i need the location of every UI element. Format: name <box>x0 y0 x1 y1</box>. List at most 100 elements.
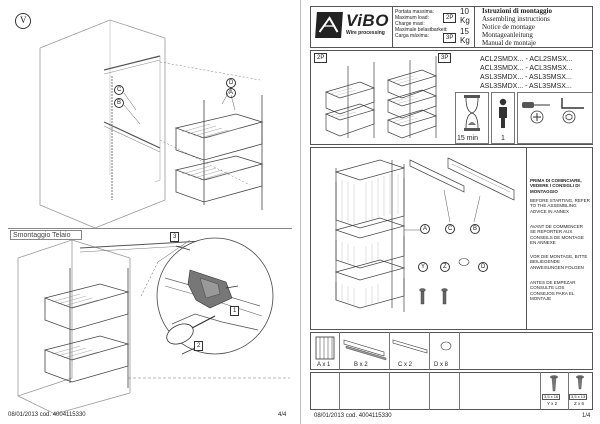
callout-b-circle <box>114 98 124 108</box>
symbol-circle <box>15 13 31 29</box>
footer-right-page: 1/4 <box>582 413 591 419</box>
time-box <box>455 92 489 144</box>
parts-list-cell-2 <box>340 332 390 370</box>
warning-it: PRIMA DI COMINCIARE, VEDERE I CONSIGLI D… <box>530 178 582 194</box>
parts-callout-y: Y <box>421 264 426 270</box>
screwdriver-icon <box>522 102 550 108</box>
screw-z-label: Z x 6 <box>574 401 585 406</box>
warning-divider <box>526 147 527 330</box>
instructions-line-es: Manual de montaje <box>482 39 537 47</box>
warning-fr: AVANT DE COMMENCER SE REPORTER AUX CONSE… <box>530 224 584 246</box>
screws-cell-z <box>568 372 593 410</box>
product-code-3: ASL3SMDX... - ASL3SMSX... <box>480 83 572 90</box>
parts-callout-d-circle <box>478 262 488 272</box>
persons-count: 1 <box>501 135 505 142</box>
parts-callout-b-circle <box>470 224 480 234</box>
load-2p-unit: Kg <box>460 16 470 25</box>
parts-list-box <box>310 332 593 370</box>
header-divider-2 <box>474 6 475 48</box>
load-3p-badge: 3P <box>443 33 457 43</box>
warning-en: BEFORE STARTING, REFER TO THE ASSEMBLING… <box>530 198 590 214</box>
right-page: ViBO Wire processing Portata massima: Ma… <box>300 0 600 424</box>
person-icon <box>499 98 507 128</box>
left-page: V <box>8 13 292 418</box>
part-label-c: C x 2 <box>398 362 413 368</box>
instructions-line-fr: Notice de montage <box>482 23 535 31</box>
screw-z-icon <box>576 375 584 390</box>
parts-list-cell-1 <box>310 332 340 370</box>
removal-title-box <box>10 230 82 240</box>
product-code-1: ACL3SMDX... - ACL3SMSX... <box>480 65 573 72</box>
warning-de: VOR DIE MONTAGE, BITTE BEILIEGENDE ANWEI… <box>530 254 588 270</box>
parts-callout-a: A <box>423 226 428 232</box>
step-3-badge: 3 <box>170 232 180 242</box>
variant-baskets-illustration <box>324 56 438 139</box>
footer-left-page: 4/4 <box>278 412 287 418</box>
cap-d-part-icon <box>440 341 452 351</box>
screws-cell-empty-4 <box>430 372 460 410</box>
allen-key-icon <box>561 98 584 109</box>
load-2p-badge: 2P <box>443 13 457 23</box>
section-divider <box>8 228 292 229</box>
parts-callout-b: B <box>473 226 478 232</box>
instructions-line-en: Assembling instructions <box>482 15 550 23</box>
header-box <box>310 6 593 48</box>
load-3p-value: 15 <box>460 27 469 36</box>
rail-b-part-icon <box>343 339 387 361</box>
callout-a: A <box>229 90 234 96</box>
parts-callout-y-circle <box>418 262 428 272</box>
screw-y-label: Y x 2 <box>547 401 558 406</box>
hex-screw-icon <box>562 110 576 124</box>
screw-z-size: 3,5 x 13 <box>569 394 588 400</box>
load-2p-value: 10 <box>460 7 469 16</box>
parts-callout-c: C <box>448 226 453 232</box>
load-label-1: Maximum load: <box>395 15 429 21</box>
product-code-2: ASL3SMDX... - ASL3SMSX... <box>480 74 572 81</box>
frame-removal-illustration <box>17 237 290 415</box>
brand-subtitle: Wire processing <box>346 30 385 36</box>
parts-overview-box <box>310 147 593 330</box>
brand-logo-icon <box>315 12 343 38</box>
step-1-badge: 1 <box>230 306 240 316</box>
page-divider <box>300 0 301 424</box>
screws-cell-empty-2 <box>340 372 390 410</box>
callout-b: B <box>117 100 122 106</box>
product-code-0: ACL2SMDX... - ACL2SMSX... <box>480 56 573 63</box>
load-label-2: Charge maxi: <box>395 21 425 27</box>
parts-callout-c-circle <box>445 224 455 234</box>
step-2-badge: 2 <box>194 341 204 351</box>
header-divider-1 <box>392 6 393 48</box>
removal-title: Smontaggio Telaio <box>13 232 71 239</box>
footer-left-date: 08/01/2013 cod. 4004115330 <box>8 412 86 418</box>
warning-es: ANTES DE EMPEZAR CONSULTE LOS CONSEJOS P… <box>530 280 576 302</box>
screw-y-icon <box>550 375 558 392</box>
rail-c-part-icon <box>392 339 428 354</box>
parts-callout-d: D <box>481 264 486 270</box>
parts-callout-a-circle <box>420 224 430 234</box>
screws-cell-empty-3 <box>390 372 430 410</box>
callout-c-circle <box>114 85 124 95</box>
part-label-b: B x 2 <box>354 362 368 368</box>
load-label-3: Maximale belastbarkeit: <box>395 27 448 33</box>
parts-exploded-illustration <box>334 157 515 312</box>
callout-d-circle <box>226 78 236 88</box>
callout-c: C <box>117 87 122 93</box>
variant-3p-badge: 3P <box>438 53 452 63</box>
cabinet-assembly-illustration <box>39 19 264 229</box>
brand-name: ViBO <box>346 11 389 30</box>
tools-box <box>517 92 593 144</box>
load-label-0: Portata massima: <box>395 9 434 15</box>
parts-list-cell-3 <box>390 332 430 370</box>
screw-y-size: 3,5 x 16 <box>542 394 561 400</box>
symbol-label: V <box>20 15 27 25</box>
footer-right-date: 08/01/2013 cod. 4004115330 <box>314 413 392 419</box>
frame-part-icon <box>315 336 335 360</box>
callout-d: D <box>229 80 234 86</box>
screws-box <box>310 372 593 410</box>
person-box <box>491 92 515 144</box>
variant-2p-badge: 2P <box>314 53 328 63</box>
callout-a-circle <box>226 88 236 98</box>
parts-callout-z-circle <box>440 262 450 272</box>
part-label-d: D x 8 <box>434 362 449 368</box>
assembly-time: 15 min <box>457 135 479 142</box>
